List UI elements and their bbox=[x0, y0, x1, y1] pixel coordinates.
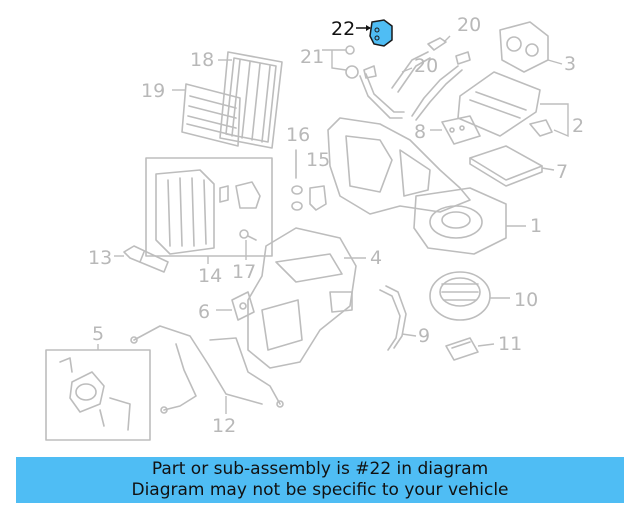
part-8-lever-plate bbox=[441, 115, 481, 145]
callout-2: 2 bbox=[572, 115, 584, 137]
callout-21: 21 bbox=[300, 46, 324, 68]
part-18-evaporator bbox=[219, 51, 283, 149]
callout-1: 1 bbox=[530, 215, 542, 237]
part-5-group bbox=[45, 349, 151, 441]
callout-10: 10 bbox=[514, 289, 538, 311]
part-7-cabin-filter bbox=[469, 145, 543, 187]
callout-18: 18 bbox=[190, 49, 214, 71]
part-14-filter-group bbox=[145, 157, 273, 257]
banner-line-2: Diagram may not be specific to your vehi… bbox=[131, 480, 509, 500]
banner-line-1: Part or sub-assembly is #22 in diagram bbox=[151, 459, 489, 479]
parts-diagram: 22 20 20 21 3 18 bbox=[45, 14, 584, 441]
callout-8: 8 bbox=[414, 121, 426, 143]
part-20-pipes bbox=[345, 37, 471, 121]
part-17-screw bbox=[239, 229, 257, 241]
part-4-lower-housing bbox=[247, 227, 357, 369]
callout-19: 19 bbox=[141, 80, 165, 102]
callout-4: 4 bbox=[370, 247, 382, 269]
part-6-actuator bbox=[231, 291, 255, 321]
callout-12: 12 bbox=[212, 415, 236, 437]
callout-17: 17 bbox=[232, 261, 256, 283]
callout-7: 7 bbox=[556, 161, 568, 183]
part-12-wiring-harness bbox=[130, 325, 284, 414]
callout-20b: 20 bbox=[414, 55, 438, 77]
part-22-highlighted[interactable] bbox=[356, 19, 393, 47]
part-3-gasket bbox=[499, 21, 549, 73]
callout-20a: 20 bbox=[457, 14, 481, 36]
callout-14: 14 bbox=[198, 265, 222, 287]
part-13-actuator bbox=[123, 245, 169, 273]
callout-11: 11 bbox=[498, 333, 522, 355]
part-housing-upper bbox=[327, 117, 471, 215]
part-15-sensor bbox=[309, 185, 327, 211]
callout-9: 9 bbox=[418, 325, 430, 347]
callout-15: 15 bbox=[306, 149, 330, 171]
callout-6: 6 bbox=[198, 301, 210, 323]
callout-16: 16 bbox=[286, 124, 310, 146]
info-banner: Part or sub-assembly is #22 in diagram D… bbox=[16, 457, 624, 503]
callout-3: 3 bbox=[564, 53, 576, 75]
part-16-clips bbox=[291, 149, 303, 211]
part-19-heater-core bbox=[181, 83, 241, 147]
callout-22: 22 bbox=[331, 18, 355, 40]
part-2-flap-assembly bbox=[457, 71, 553, 137]
part-10-blower-motor bbox=[429, 271, 491, 321]
part-1-blower-housing bbox=[413, 187, 507, 255]
part-11-resistor bbox=[445, 337, 479, 361]
part-9-hose bbox=[379, 285, 407, 351]
callout-5: 5 bbox=[92, 323, 104, 345]
callout-13: 13 bbox=[88, 247, 112, 269]
